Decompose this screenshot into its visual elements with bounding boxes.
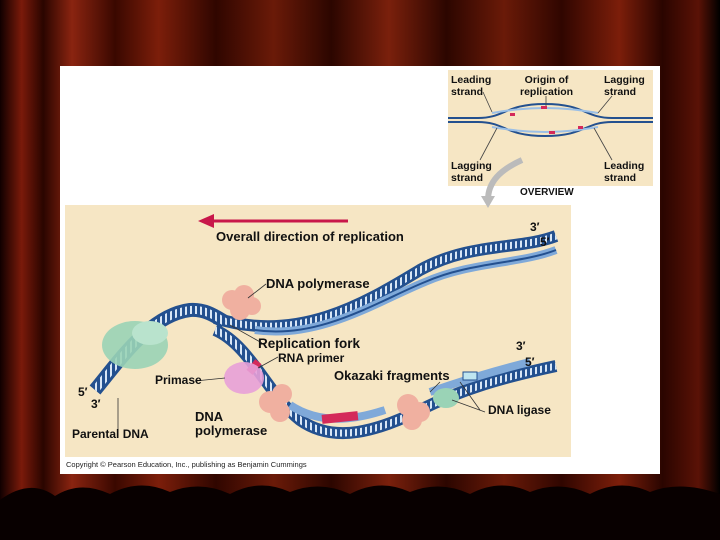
okazaki-fragments-label: Okazaki fragments bbox=[334, 369, 450, 383]
dna-polymerase-bottom-shape bbox=[259, 384, 430, 430]
helicase bbox=[102, 321, 168, 369]
parental-dna-label: Parental DNA bbox=[72, 428, 149, 441]
left-3-prime: 3′ bbox=[91, 398, 101, 411]
overview-caption: OVERVIEW bbox=[520, 187, 574, 198]
mid-right-5-prime: 5′ bbox=[525, 356, 535, 369]
left-5-prime: 5′ bbox=[78, 386, 88, 399]
top-right-3-prime: 3′ bbox=[530, 221, 540, 234]
dna-polymerase-top-shape bbox=[222, 285, 261, 320]
replication-fork-label: Replication fork bbox=[258, 337, 360, 351]
mid-right-3-prime: 3′ bbox=[516, 340, 526, 353]
dna-ligase-shape bbox=[433, 388, 459, 408]
top-right-5-prime: 5′ bbox=[540, 236, 550, 249]
primase-shape bbox=[224, 362, 264, 394]
zoom-arrow bbox=[488, 160, 522, 200]
direction-arrow bbox=[198, 214, 348, 228]
direction-label: Overall direction of replication bbox=[216, 230, 404, 244]
primase-label: Primase bbox=[155, 374, 202, 387]
copyright-notice: Copyright © Pearson Education, Inc., pub… bbox=[66, 460, 307, 469]
rna-primer-label: RNA primer bbox=[278, 352, 344, 365]
dna-ligase-label: DNA ligase bbox=[488, 404, 551, 417]
dna-polymerase-top-label: DNA polymerase bbox=[266, 277, 370, 291]
overview-replication-bubble bbox=[448, 92, 653, 160]
